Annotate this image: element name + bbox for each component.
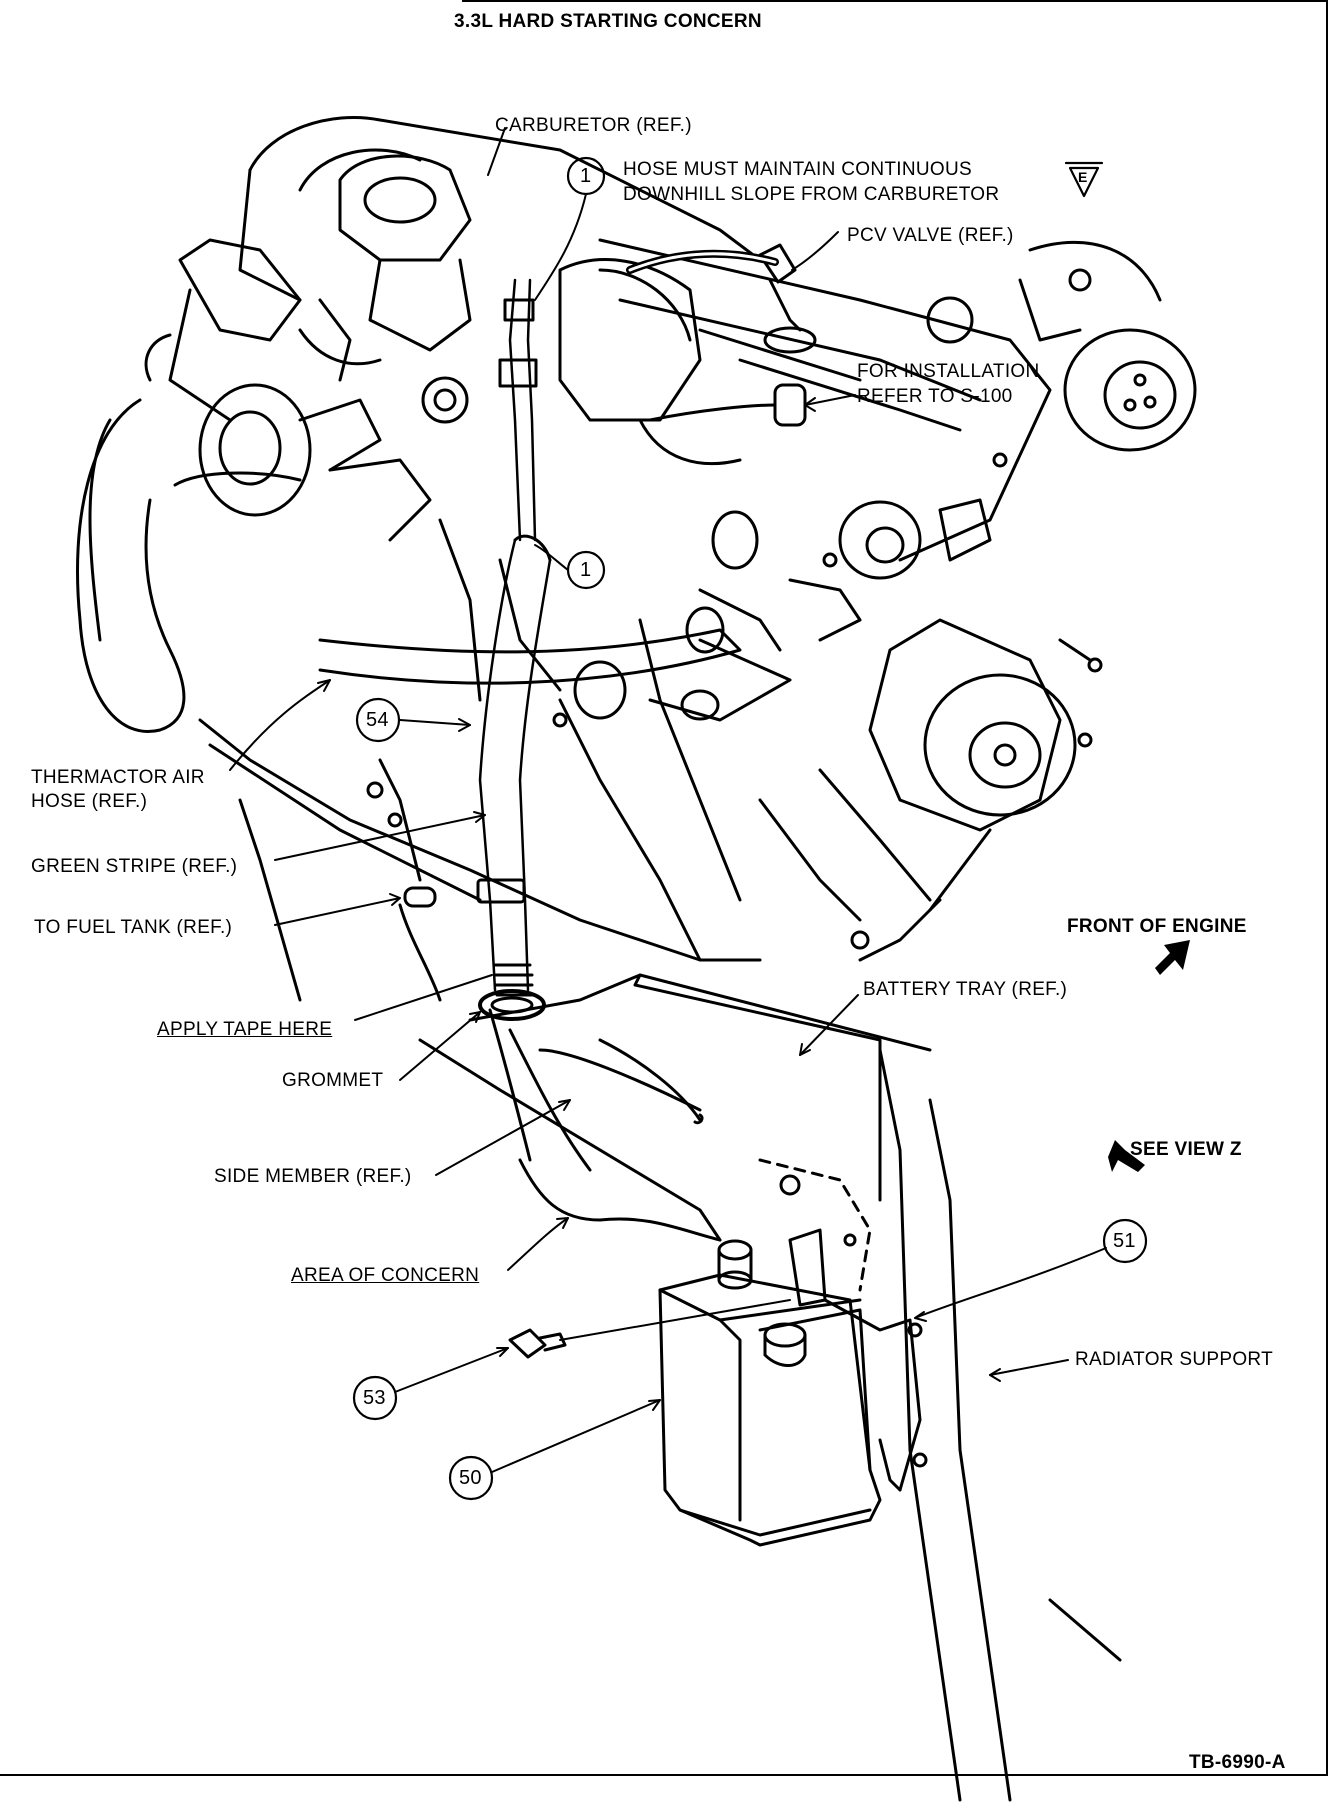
diagram-title: 3.3L HARD STARTING CONCERN — [454, 11, 762, 32]
label-thermactor-line1: THERMACTOR AIR — [31, 767, 205, 788]
label-thermactor-line2: HOSE (REF.) — [31, 791, 148, 812]
label-see-view-z: SEE VIEW Z — [1130, 1139, 1242, 1160]
label-area-of-concern: AREA OF CONCERN — [291, 1265, 480, 1286]
frame-top-rule — [462, 0, 1328, 2]
label-radiator-support: RADIATOR SUPPORT — [1075, 1349, 1274, 1370]
vapor-hose — [398, 278, 552, 1021]
label-installation-line1: FOR INSTALLATION — [857, 361, 1040, 382]
direction-arrows — [1108, 940, 1190, 1172]
vapor-canister — [658, 1228, 928, 1547]
label-battery-tray: BATTERY TRAY (REF.) — [863, 979, 1068, 1000]
label-to-fuel-tank: TO FUEL TANK (REF.) — [34, 917, 233, 938]
front-of-engine-arrow — [1155, 940, 1190, 975]
label-front-of-engine: FRONT OF ENGINE — [1067, 916, 1247, 937]
see-view-z-arrow — [1108, 1140, 1145, 1172]
label-installation-line2: REFER TO S-100 — [857, 386, 1013, 407]
label-hose-note-line1: HOSE MUST MAINTAIN CONTINUOUS — [623, 159, 972, 180]
triangle-symbol-letter: E — [1078, 169, 1088, 185]
callout-1-mid: 1 — [580, 559, 592, 581]
label-apply-tape: APPLY TAPE HERE — [157, 1019, 333, 1040]
bolt-53 — [508, 1328, 567, 1359]
callout-51: 51 — [1113, 1230, 1136, 1252]
callout-1-top: 1 — [580, 165, 592, 187]
figure-code: TB-6990-A — [1189, 1752, 1286, 1773]
label-grommet: GROMMET — [282, 1070, 384, 1091]
label-green-stripe: GREEN STRIPE (REF.) — [31, 856, 238, 877]
label-hose-note-line2: DOWNHILL SLOPE FROM CARBURETOR — [623, 184, 1000, 205]
frame-right-rule — [1326, 0, 1328, 1776]
leader-lines — [229, 127, 1107, 1473]
callout-50: 50 — [459, 1467, 482, 1489]
engine-block — [76, 115, 1197, 1002]
callout-54: 54 — [366, 709, 389, 731]
triangle-symbol — [1064, 161, 1104, 198]
side-member-and-tray — [418, 973, 1122, 1802]
callout-53: 53 — [363, 1387, 386, 1409]
label-carburetor: CARBURETOR (REF.) — [495, 115, 692, 136]
label-side-member: SIDE MEMBER (REF.) — [214, 1166, 412, 1187]
label-pcv-valve: PCV VALVE (REF.) — [847, 225, 1014, 246]
frame-bottom-rule — [0, 1774, 1328, 1776]
